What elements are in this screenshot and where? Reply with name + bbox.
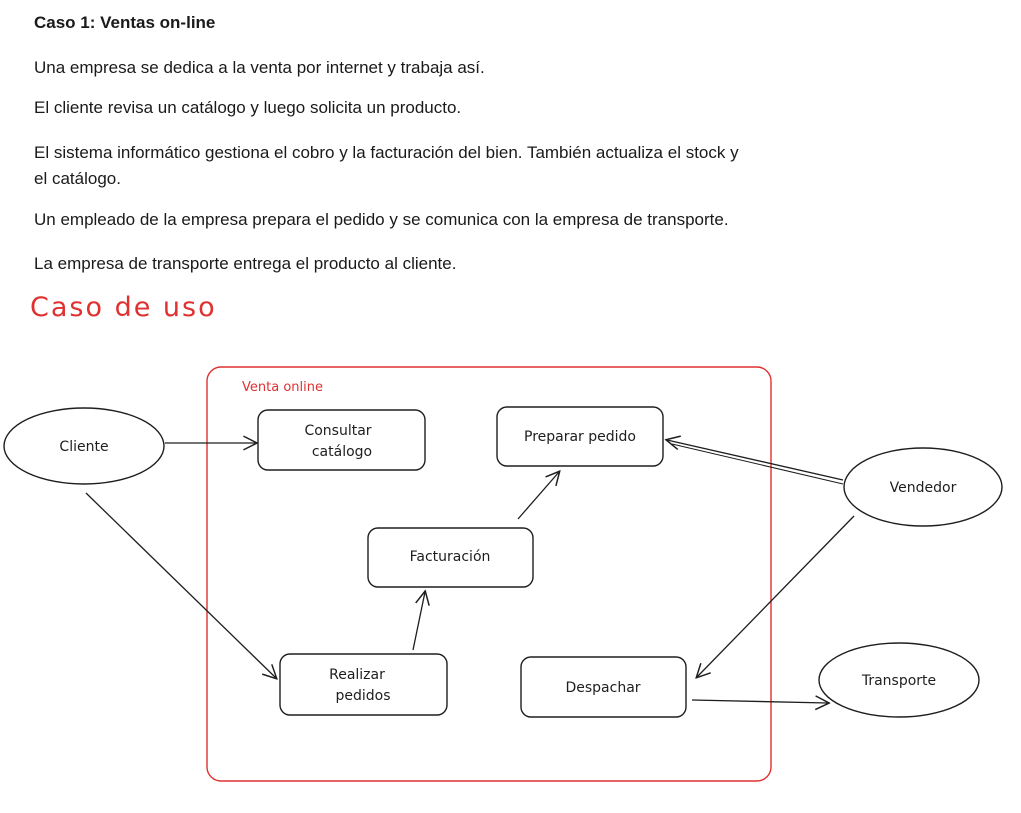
system-label: Venta online xyxy=(242,380,323,395)
arrow-despachar-to-transporte xyxy=(691,700,828,703)
paragraph-3-line-1: El sistema informático gestiona el cobro… xyxy=(34,143,739,162)
arrow-facturacion-to-preparar xyxy=(517,472,559,520)
actor-transporte[interactable]: Transporte xyxy=(818,642,980,718)
use-case-consultar-catalogo[interactable]: Consultar catálogo xyxy=(257,409,426,471)
paragraph-4: Un empleado de la empresa prepara el ped… xyxy=(34,210,729,229)
paragraph-2: El cliente revisa un catálogo y luego so… xyxy=(34,98,462,117)
section-title: Caso de uso xyxy=(30,292,217,323)
arrow-vendedor-to-despachar xyxy=(697,515,855,677)
system-boundary xyxy=(206,366,772,782)
use-case-preparar-pedido[interactable]: Preparar pedido xyxy=(496,406,664,467)
use-case-realizar-pedidos[interactable]: Realizar pedidos xyxy=(279,653,448,716)
case-heading: Caso 1: Ventas on-line xyxy=(34,13,216,32)
realizar-label-line-2: pedidos xyxy=(335,688,390,704)
facturacion-label: Facturación xyxy=(410,549,491,565)
use-case-facturacion[interactable]: Facturación xyxy=(367,527,534,588)
actor-cliente-label: Cliente xyxy=(59,439,108,455)
actor-vendedor-label: Vendedor xyxy=(890,480,957,496)
actor-cliente[interactable]: Cliente xyxy=(3,407,165,485)
actor-transporte-label: Transporte xyxy=(861,673,936,689)
realizar-label-line-1: Realizar xyxy=(329,667,385,683)
arrow-cliente-to-realizar xyxy=(85,492,276,678)
paragraph-5: La empresa de transporte entrega el prod… xyxy=(34,254,457,273)
paragraph-1: Una empresa se dedica a la venta por int… xyxy=(34,58,485,77)
use-case-despachar[interactable]: Despachar xyxy=(520,656,687,718)
arrow-vendedor-to-preparar-stroke-2 xyxy=(671,443,844,485)
arrow-vendedor-to-preparar xyxy=(667,440,844,481)
despachar-label: Despachar xyxy=(565,680,640,696)
arrow-realizar-to-facturacion xyxy=(412,592,425,651)
paragraph-3-line-2: el catálogo. xyxy=(34,169,121,188)
consultar-label-line-1: Consultar xyxy=(304,423,371,439)
preparar-label: Preparar pedido xyxy=(524,429,636,445)
consultar-label-line-2: catálogo xyxy=(312,444,372,460)
actor-vendedor[interactable]: Vendedor xyxy=(843,447,1003,527)
